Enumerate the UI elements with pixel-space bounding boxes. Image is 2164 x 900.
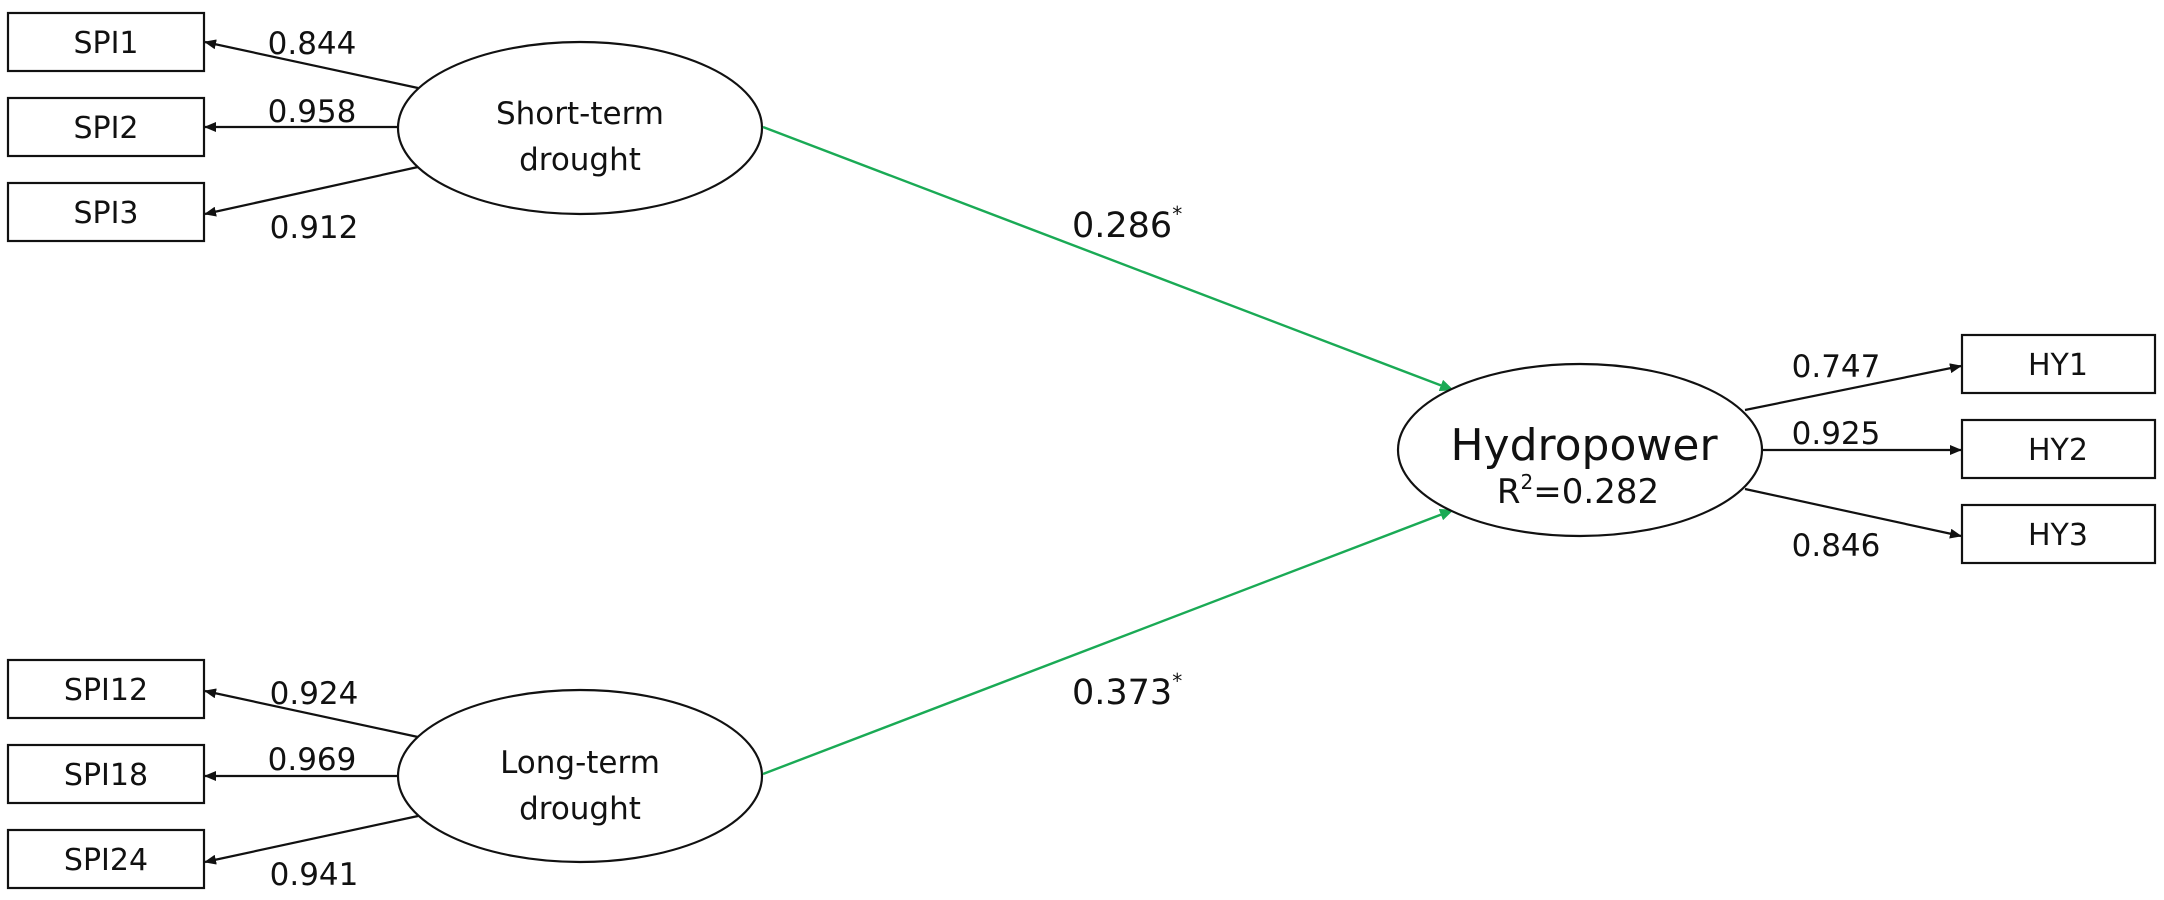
loading-arrow-hy1 [1744,363,1962,412]
indicator-label-spi12: SPI12 [64,673,148,708]
loading-value-spi1: 0.844 [268,26,357,62]
loading-arrow-spi1 [204,39,419,90]
indicator-box-spi1 [6,11,206,73]
short-term-loading-arrows [204,39,419,217]
r-squared-superscript: 2 [1521,470,1534,494]
indicator-box-spi2 [6,96,206,158]
construct-label-long-term-line2: drought [519,791,641,827]
construct-label-long-term-line1: Long-term [500,745,660,781]
r-squared-prefix: R [1497,472,1521,512]
path-coefficient-long-term-value: 0.373 [1072,673,1172,713]
loading-value-hy3: 0.846 [1792,528,1881,564]
short-term-loadings: 0.844 0.958 0.912 [268,26,359,246]
indicator-box-spi12 [6,658,206,720]
construct-label-hydropower: Hydropower [1450,420,1718,471]
construct-ellipse-long-term [396,688,764,864]
path-coefficient-long-term: 0.373* [1072,669,1182,713]
path-arrow-long-term-to-hydropower [762,508,1454,776]
path-arrow-short-term-to-hydropower [762,125,1454,392]
path-significance-short-term: * [1172,202,1182,226]
construct-short-term-drought: Short-term drought [396,40,764,216]
indicator-box-spi24 [6,828,206,890]
short-term-indicators: SPI1 SPI2 SPI3 [6,11,206,243]
long-term-indicators: SPI12 SPI18 SPI24 [6,658,206,890]
path-significance-long-term: * [1172,669,1182,693]
construct-label-short-term-line2: drought [519,142,641,178]
indicator-box-spi3 [6,181,206,243]
indicator-label-spi24: SPI24 [64,843,148,878]
path-coefficient-short-term-value: 0.286 [1072,206,1172,246]
construct-long-term-drought: Long-term drought [396,688,764,864]
loading-value-spi18: 0.969 [268,742,357,778]
loading-value-spi24: 0.941 [270,857,359,893]
indicator-label-spi18: SPI18 [64,758,148,793]
loading-arrow-spi12 [204,688,419,739]
structural-paths: 0.286* 0.373* [762,125,1454,776]
loading-value-hy2: 0.925 [1792,416,1881,452]
long-term-loading-arrows [204,688,419,865]
loading-arrow-hy3 [1744,487,1962,539]
indicator-label-spi1: SPI1 [73,26,138,61]
indicator-label-hy2: HY2 [2028,433,2088,468]
indicator-box-hy2 [1960,418,2157,480]
construct-label-short-term-line1: Short-term [496,96,664,132]
loading-arrow-spi24 [204,814,419,865]
path-coefficient-short-term: 0.286* [1072,202,1182,246]
indicator-label-spi3: SPI3 [73,196,138,231]
indicator-box-spi18 [6,743,206,805]
r-squared-label: R2=0.282 [1497,470,1659,512]
hydropower-indicators: HY1 HY2 HY3 [1960,333,2157,565]
construct-ellipse-short-term [396,40,764,216]
loading-value-spi12: 0.924 [270,676,359,712]
indicator-label-hy1: HY1 [2028,348,2088,383]
construct-hydropower: Hydropower R2=0.282 [1396,362,1764,538]
loading-arrow-spi3 [204,165,419,217]
loading-value-spi3: 0.912 [270,210,359,246]
r-squared-value: =0.282 [1533,472,1659,512]
loading-value-hy1: 0.747 [1792,349,1881,385]
indicator-label-hy3: HY3 [2028,518,2088,553]
long-term-loadings: 0.924 0.969 0.941 [268,676,359,893]
hydropower-loading-arrows [1744,363,1962,539]
indicator-box-hy1 [1960,333,2157,395]
indicator-box-hy3 [1960,503,2157,565]
loading-value-spi2: 0.958 [268,94,357,130]
indicator-label-spi2: SPI2 [73,111,138,146]
hydropower-loadings: 0.747 0.925 0.846 [1792,349,1881,564]
